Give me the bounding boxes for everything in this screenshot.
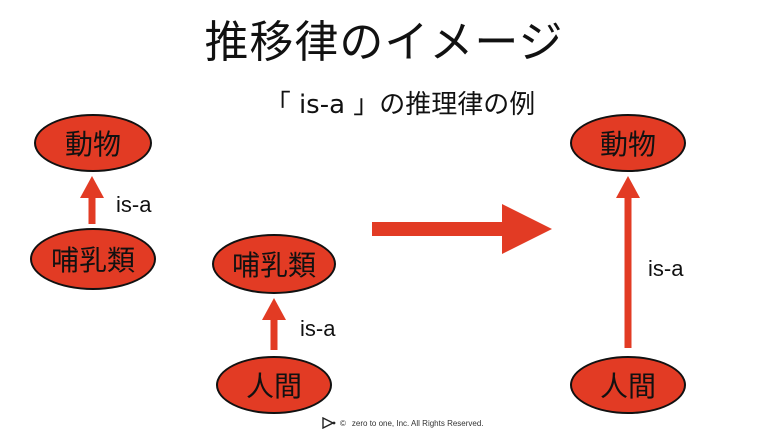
left-isa-label: is-a xyxy=(116,192,152,217)
result-isa-label: is-a xyxy=(648,256,684,281)
implication-arrow xyxy=(372,204,552,254)
node-result-human: 人間 xyxy=(570,356,686,414)
copyright-symbol: © xyxy=(340,418,346,428)
node-left-animal: 動物 xyxy=(34,114,152,172)
node-result-animal: 動物 xyxy=(570,114,686,172)
middle-isa-arrow xyxy=(262,298,286,350)
copyright-text: zero to one, Inc. All Rights Reserved. xyxy=(351,418,484,428)
copyright-footer: © zero to one, Inc. All Rights Reserved. xyxy=(322,416,484,430)
left-isa-arrow xyxy=(80,176,104,224)
company-logo-icon xyxy=(322,417,336,429)
slide-subtitle: 「 is-a 」の推理律の例 xyxy=(264,90,536,120)
result-isa-arrow xyxy=(616,176,640,348)
node-left-mammal: 哺乳類 xyxy=(30,228,156,290)
middle-isa-label: is-a xyxy=(300,316,336,341)
node-middle-human: 人間 xyxy=(216,356,332,414)
slide-title: 推移律のイメージ xyxy=(204,17,564,68)
node-middle-mammal: 哺乳類 xyxy=(212,234,336,294)
